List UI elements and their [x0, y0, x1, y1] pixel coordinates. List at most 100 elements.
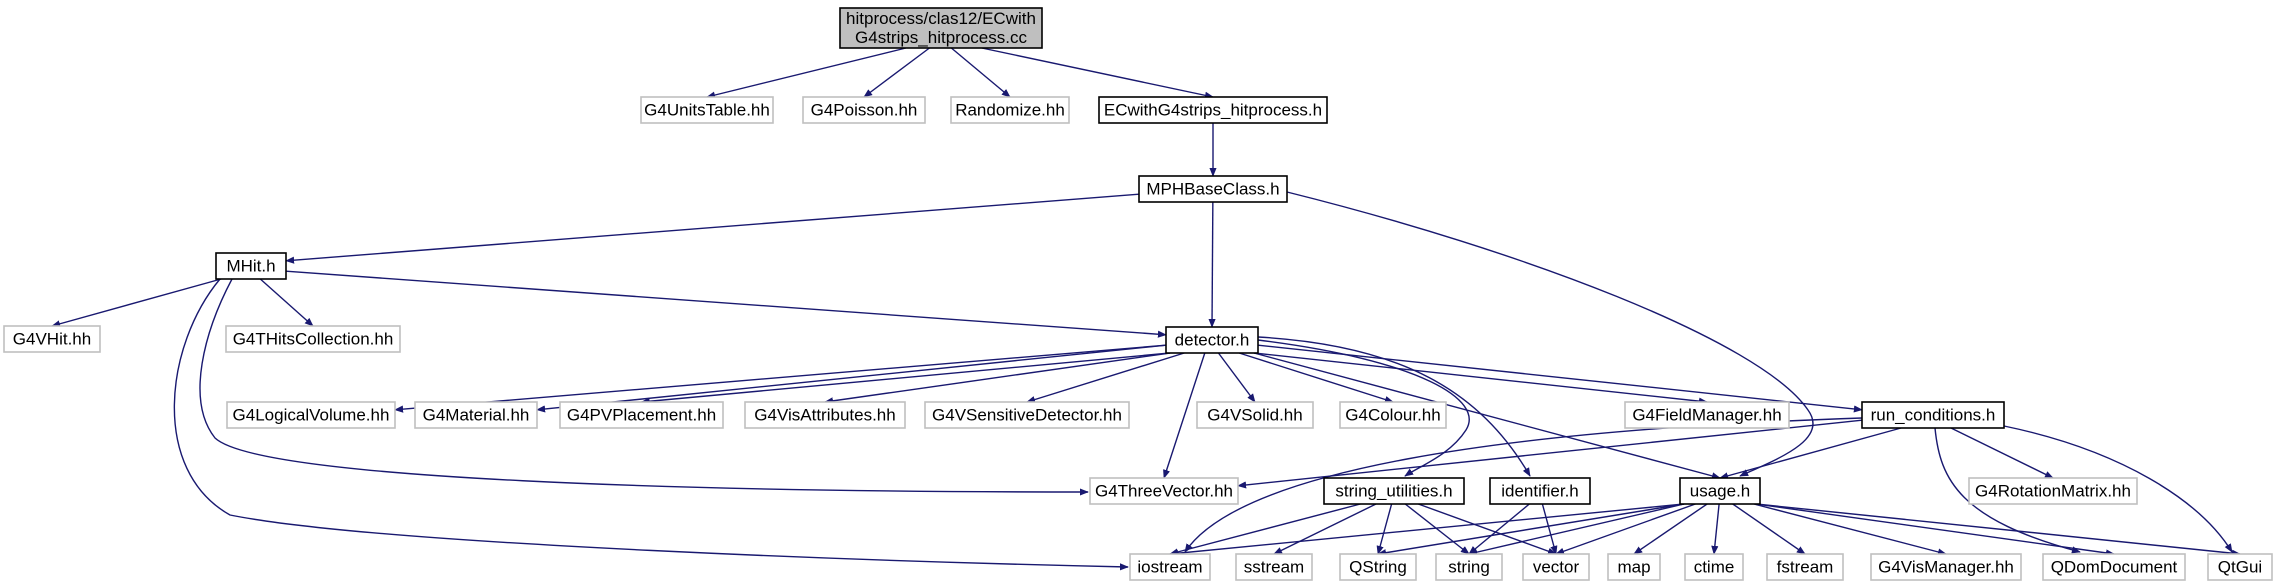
node-ctime: ctime: [1684, 553, 1744, 581]
node-label-G4VHit: G4VHit.hh: [13, 330, 91, 349]
edge-string_utilities-to-sstream: [1273, 503, 1377, 555]
edge-MPHBaseClass-to-usage: [1286, 191, 1814, 477]
node-label-ctime: ctime: [1694, 558, 1735, 577]
node-label-G4LogicalVolume: G4LogicalVolume.hh: [233, 406, 390, 425]
node-fstream: fstream: [1766, 553, 1844, 581]
node-label-iostream: iostream: [1137, 558, 1202, 577]
node-identifier[interactable]: identifier.h: [1489, 477, 1591, 505]
node-layer: hitprocess/clas12/ECwithG4strips_hitproc…: [3, 7, 2273, 581]
node-G4VSolid: G4VSolid.hh: [1196, 401, 1314, 429]
edge-detector-to-G4VSolid: [1217, 352, 1256, 403]
node-G4THitsCollection: G4THitsCollection.hh: [225, 325, 401, 353]
edge-MHit-to-G4THitsCollection: [259, 278, 314, 327]
edge-usage-to-iostream: [1169, 503, 1685, 557]
node-map: map: [1607, 553, 1661, 581]
node-box-G4VisAttributes: [744, 401, 906, 429]
node-label-vector: vector: [1533, 558, 1580, 577]
edge-detector-to-G4Material: [536, 344, 1167, 413]
edge-string_utilities-to-string: [1404, 503, 1470, 555]
node-label-QDomDocument: QDomDocument: [2051, 558, 2178, 577]
node-G4Poisson: G4Poisson.hh: [802, 96, 926, 124]
node-label-detector: detector.h: [1175, 331, 1250, 350]
edge-root-to-G4UnitsTable: [706, 47, 907, 99]
node-label-MHit: MHit.h: [226, 257, 275, 276]
node-label-G4VSolid: G4VSolid.hh: [1207, 406, 1302, 425]
node-label-run_conditions: run_conditions.h: [1871, 406, 1996, 425]
edge-string_utilities-to-iostream: [1169, 503, 1361, 556]
node-label-G4PVPlacement: G4PVPlacement.hh: [567, 406, 716, 425]
node-box-usage: [1679, 477, 1761, 505]
edge-detector-to-G4Colour: [1238, 352, 1394, 403]
edge-usage-to-string: [1468, 503, 1685, 556]
node-QtGui: QtGui: [2207, 553, 2273, 581]
node-label-G4VisAttributes: G4VisAttributes.hh: [754, 406, 895, 425]
edge-usage-to-map: [1633, 503, 1708, 555]
node-string_utilities[interactable]: string_utilities.h: [1323, 477, 1465, 505]
node-box-ctime: [1684, 553, 1744, 581]
node-ECwithHeader[interactable]: ECwithG4strips_hitprocess.h: [1098, 96, 1328, 124]
edge-root-to-Randomize: [950, 47, 1011, 98]
edge-detector-to-G4ThreeVector: [1163, 352, 1206, 479]
node-G4VHit: G4VHit.hh: [3, 325, 101, 353]
node-G4VisManager: G4VisManager.hh: [1870, 553, 2022, 581]
edge-run_conditions-to-usage: [1719, 427, 1902, 480]
node-box-QtGui: [2207, 553, 2273, 581]
edge-MHit-to-G4VHit: [51, 278, 222, 328]
edge-detector-to-string_utilities: [1257, 339, 1470, 477]
node-label-G4ThreeVector: G4ThreeVector.hh: [1095, 482, 1233, 501]
node-iostream: iostream: [1129, 553, 1211, 581]
node-run_conditions[interactable]: run_conditions.h: [1861, 401, 2005, 429]
node-G4UnitsTable: G4UnitsTable.hh: [640, 96, 774, 124]
node-G4VSensitiveDetector: G4VSensitiveDetector.hh: [924, 401, 1130, 429]
node-box-G4UnitsTable: [640, 96, 774, 124]
node-usage[interactable]: usage.h: [1679, 477, 1761, 505]
node-label-fstream: fstream: [1777, 558, 1834, 577]
node-box-G4Material: [414, 401, 538, 429]
edge-root-to-ECwithHeader: [981, 47, 1214, 99]
node-label-MPHBaseClass: MPHBaseClass.h: [1146, 180, 1279, 199]
node-box-G4ThreeVector: [1089, 477, 1239, 505]
node-box-G4LogicalVolume: [226, 401, 396, 429]
node-label-string_utilities: string_utilities.h: [1335, 482, 1452, 501]
edge-detector-to-G4VisAttributes: [824, 352, 1171, 405]
edge-detector-to-G4FieldManager: [1253, 352, 1708, 405]
node-MHit[interactable]: MHit.h: [215, 252, 287, 280]
edge-run_conditions-to-G4ThreeVector: [1237, 419, 1863, 489]
node-label-map: map: [1617, 558, 1650, 577]
node-G4ThreeVector: G4ThreeVector.hh: [1089, 477, 1239, 505]
node-label-root: G4strips_hitprocess.cc: [855, 28, 1027, 47]
node-Randomize: Randomize.hh: [950, 96, 1070, 124]
node-G4RotationMatrix: G4RotationMatrix.hh: [1968, 477, 2138, 505]
node-detector[interactable]: detector.h: [1165, 326, 1259, 354]
edge-usage-to-vector: [1555, 503, 1696, 555]
edge-usage-to-ctime: [1711, 503, 1720, 555]
node-box-MPHBaseClass: [1138, 175, 1288, 203]
node-label-Randomize: Randomize.hh: [955, 101, 1065, 120]
node-MPHBaseClass[interactable]: MPHBaseClass.h: [1138, 175, 1288, 203]
node-box-fstream: [1766, 553, 1844, 581]
edge-MHit-to-G4ThreeVector: [199, 278, 1089, 496]
edge-identifier-to-string: [1468, 503, 1530, 555]
node-label-G4VisManager: G4VisManager.hh: [1878, 558, 2014, 577]
node-box-G4FieldManager: [1624, 401, 1790, 429]
edge-run_conditions-to-QtGui: [2003, 425, 2233, 553]
node-G4LogicalVolume: G4LogicalVolume.hh: [226, 401, 396, 429]
node-label-G4Colour: G4Colour.hh: [1345, 406, 1440, 425]
node-label-sstream: sstream: [1244, 558, 1304, 577]
edge-string_utilities-to-QString: [1376, 503, 1393, 555]
node-label-G4RotationMatrix: G4RotationMatrix.hh: [1975, 482, 2131, 501]
node-label-G4THitsCollection: G4THitsCollection.hh: [233, 330, 394, 349]
node-box-G4VSolid: [1196, 401, 1314, 429]
edge-MPHBaseClass-to-MHit: [285, 193, 1140, 264]
node-box-string_utilities: [1323, 477, 1465, 505]
edge-detector-to-G4PVPlacement: [640, 352, 1171, 405]
edge-usage-to-G4VisManager: [1753, 503, 1947, 556]
edge-detector-to-identifier: [1257, 336, 1531, 477]
edge-usage-to-QtGui: [1755, 503, 2241, 557]
node-vector: vector: [1522, 553, 1590, 581]
node-root: hitprocess/clas12/ECwithG4strips_hitproc…: [839, 7, 1043, 49]
edge-MHit-to-iostream: [173, 278, 1129, 571]
node-box-sstream: [1235, 553, 1313, 581]
node-label-identifier: identifier.h: [1501, 482, 1579, 501]
node-box-G4RotationMatrix: [1968, 477, 2138, 505]
